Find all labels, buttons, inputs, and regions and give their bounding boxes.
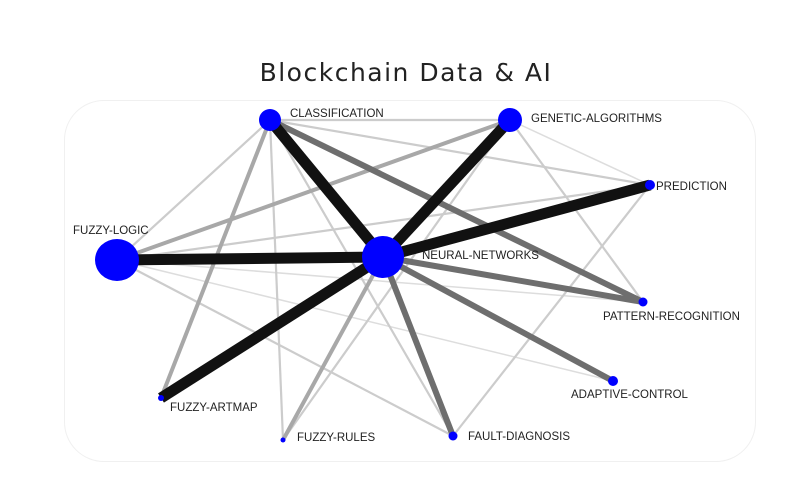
edge-neural-networks-adaptive-control [381,254,615,384]
node-label-fuzzy-rules: FUZZY-RULES [297,432,375,444]
node-fault-diagnosis[interactable] [448,431,458,441]
node-label-genetic-algorithms: GENETIC-ALGORITHMS [531,113,662,125]
node-prediction[interactable] [645,180,655,190]
node-label-neural-networks: NEURAL-NETWORKS [422,250,539,262]
edge-neural-networks-fuzzy-rules [281,256,385,441]
edge-classification-prediction [269,118,651,187]
nodes-layer [95,108,655,443]
edge-neural-networks-fault-diagnosis [380,255,456,438]
edge-genetic-algorithms-prediction [509,119,651,186]
node-classification[interactable] [259,109,281,131]
edge-neural-networks-pattern-recognition [382,254,644,305]
edge-neural-networks-fuzzy-artmap [158,252,386,403]
node-fuzzy-logic[interactable] [95,239,139,281]
edge-prediction-fault-diagnosis [452,184,651,437]
node-label-classification: CLASSIFICATION [290,108,384,120]
edge-genetic-algorithms-pattern-recognition [509,119,644,303]
edge-fuzzy-logic-neural-networks [116,251,384,266]
edge-classification-pattern-recognition [268,117,645,305]
node-fuzzy-artmap[interactable] [158,395,164,401]
edge-classification-fuzzy-rules [268,119,285,441]
node-pattern-recognition[interactable] [638,297,648,307]
edge-neural-networks-prediction [381,179,652,263]
node-label-prediction: PREDICTION [656,181,727,193]
node-label-pattern-recognition: PATTERN-RECOGNITION [603,311,740,323]
edge-fuzzy-logic-fault-diagnosis [116,259,454,437]
edge-classification-fuzzy-logic [116,119,271,261]
edge-genetic-algorithms-fuzzy-rules [282,119,511,441]
node-label-fuzzy-artmap: FUZZY-ARTMAP [170,402,258,414]
edge-classification-fault-diagnosis [269,119,454,437]
edge-fuzzy-logic-adaptive-control [116,259,614,382]
edge-fuzzy-logic-genetic-algorithms [116,118,511,262]
graph-title: Blockchain Data & AI [259,58,553,87]
node-label-fuzzy-logic: FUZZY-LOGIC [73,225,149,237]
node-fuzzy-rules[interactable] [280,437,286,443]
edge-genetic-algorithms-neural-networks [378,116,515,261]
edge-fuzzy-logic-prediction [116,183,651,262]
edges-layer [116,116,652,441]
node-label-fault-diagnosis: FAULT-DIAGNOSIS [468,431,570,443]
labels-layer: CLASSIFICATION GENETIC-ALGORITHMS PREDICTI… [73,108,740,444]
node-label-adaptive-control: ADAPTIVE-CONTROL [571,389,689,401]
edge-fuzzy-logic-pattern-recognition [116,259,644,303]
edge-classification-neural-networks [265,116,388,261]
graph-frame [64,100,756,462]
node-adaptive-control[interactable] [608,376,618,386]
node-neural-networks[interactable] [362,236,404,278]
node-genetic-algorithms[interactable] [498,108,522,132]
